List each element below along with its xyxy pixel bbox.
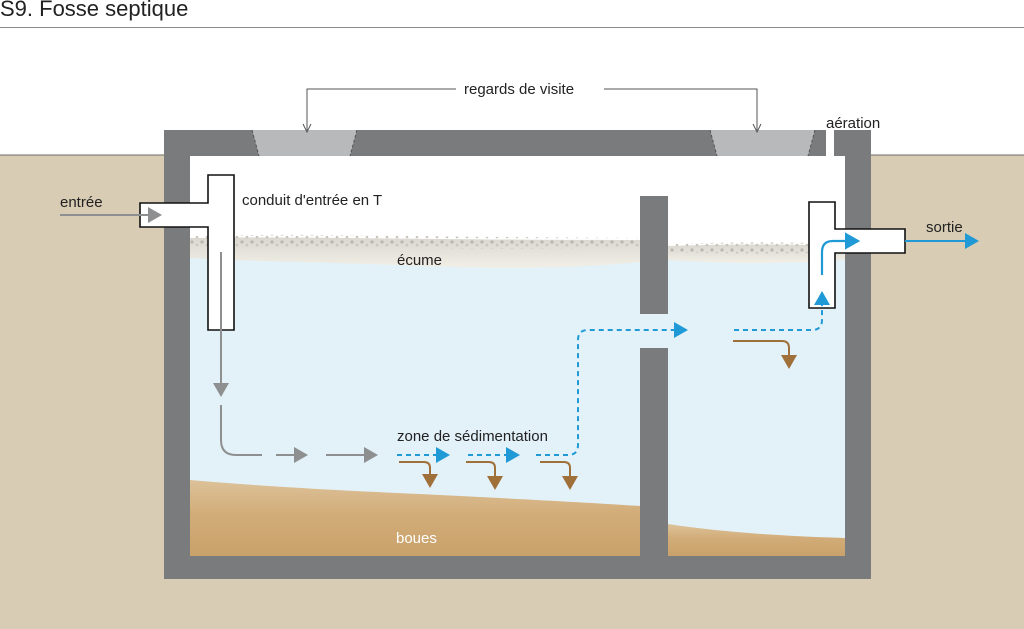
flow-blue-rise [536, 322, 688, 456]
label-sortie: sortie [926, 219, 963, 236]
settling-arrow-1 [399, 461, 438, 488]
settling-arrow-2 [466, 461, 503, 490]
scum-texture [190, 234, 640, 249]
label-zone: zone de sédimentation [397, 428, 548, 445]
manhole-callout-arrows [302, 123, 762, 134]
label-conduit: conduit d'entrée en T [242, 192, 382, 209]
settling-arrow-4 [733, 340, 797, 369]
partition-wall-lower [640, 348, 668, 556]
page-title: S9. Fosse septique [0, 0, 189, 21]
access-opening-left [252, 130, 357, 156]
inlet-pipe [139, 174, 235, 331]
title-divider [0, 27, 1024, 28]
inlet-flow-bend [220, 405, 262, 456]
ventilation-opening [826, 130, 834, 156]
label-aeration: aération [826, 115, 880, 132]
access-opening-right-edge [709, 129, 816, 157]
access-opening-right [710, 130, 815, 156]
sludge-layer [190, 480, 640, 556]
manhole-callout [306, 88, 758, 130]
flow-blue-outlet [820, 232, 861, 275]
flow-blue-right-chamber [734, 291, 830, 331]
scum-texture-right [668, 242, 845, 254]
settling-arrow-3 [540, 461, 578, 490]
partition-wall-upper [640, 196, 668, 314]
outlet-pipe [808, 201, 906, 309]
sludge-layer-right [668, 524, 845, 556]
label-regards: regards de visite [464, 81, 574, 98]
label-boues: boues [396, 530, 437, 547]
label-ecume: écume [397, 252, 442, 269]
access-opening-left-edge [251, 129, 358, 157]
label-entree: entrée [60, 194, 103, 211]
